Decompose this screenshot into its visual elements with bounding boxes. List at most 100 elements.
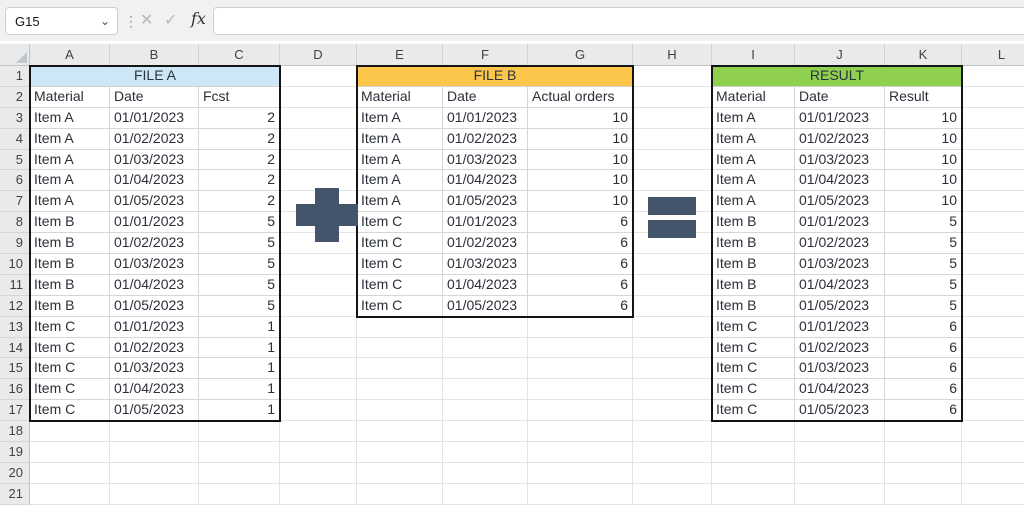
grid-cell[interactable] — [528, 483, 633, 505]
column-header-G[interactable]: G — [528, 44, 633, 66]
data-cell[interactable]: 5 — [199, 233, 280, 255]
grid-cell[interactable] — [962, 170, 1024, 192]
row-header-12[interactable]: 12 — [0, 295, 30, 317]
column-header-K[interactable]: K — [885, 44, 962, 66]
grid-cell[interactable] — [962, 254, 1024, 275]
data-cell[interactable]: Item C — [357, 274, 443, 296]
data-cell[interactable]: Item B — [712, 212, 795, 234]
data-cell[interactable]: 01/01/2023 — [795, 316, 885, 338]
grid-cell[interactable] — [280, 233, 357, 255]
grid-cell[interactable] — [357, 358, 443, 380]
data-cell[interactable]: 01/01/2023 — [795, 107, 885, 129]
grid-cell[interactable] — [528, 337, 633, 359]
grid-cell[interactable] — [110, 421, 199, 443]
grid-cell[interactable] — [962, 87, 1024, 108]
data-cell[interactable]: Item C — [712, 400, 795, 422]
data-cell[interactable]: 01/02/2023 — [443, 128, 528, 150]
row-header-6[interactable]: 6 — [0, 170, 30, 192]
data-cell[interactable]: Item C — [712, 358, 795, 380]
grid-cell[interactable] — [962, 108, 1024, 129]
column-header-D[interactable]: D — [280, 44, 357, 66]
grid-cell[interactable] — [712, 421, 795, 443]
equals-shape[interactable] — [648, 197, 696, 238]
data-cell[interactable]: Item A — [712, 149, 795, 171]
data-cell[interactable]: Item B — [30, 212, 110, 234]
grid-cell[interactable] — [633, 254, 712, 275]
grid-cell[interactable] — [795, 483, 885, 505]
grid-cell[interactable] — [30, 442, 110, 463]
data-cell[interactable]: 01/01/2023 — [443, 212, 528, 234]
grid-cell[interactable] — [633, 442, 712, 463]
data-cell[interactable]: 10 — [885, 191, 962, 213]
data-cell[interactable]: 01/01/2023 — [443, 107, 528, 129]
grid-cell[interactable] — [962, 275, 1024, 296]
data-cell[interactable]: Item A — [30, 128, 110, 150]
data-cell[interactable]: Item B — [712, 295, 795, 317]
grid-cell[interactable] — [633, 358, 712, 380]
column-header-J[interactable]: J — [795, 44, 885, 66]
data-cell[interactable]: 01/04/2023 — [443, 170, 528, 192]
grid-cell[interactable] — [280, 400, 357, 422]
data-cell[interactable]: Item B — [30, 295, 110, 317]
column-header-H[interactable]: H — [633, 44, 712, 66]
grid-cell[interactable] — [528, 442, 633, 463]
grid-cell[interactable] — [633, 337, 712, 359]
column-header-E[interactable]: E — [357, 44, 443, 66]
data-cell[interactable]: 01/05/2023 — [443, 295, 528, 317]
data-cell[interactable]: 10 — [885, 150, 962, 171]
header-cell[interactable]: Fcst — [199, 87, 280, 108]
data-cell[interactable]: 10 — [528, 191, 633, 213]
row-header-4[interactable]: 4 — [0, 128, 30, 150]
plus-shape[interactable] — [296, 188, 358, 242]
data-cell[interactable]: 1 — [199, 379, 280, 401]
grid-cell[interactable] — [712, 462, 795, 484]
grid-cell[interactable] — [528, 379, 633, 401]
row-header-2[interactable]: 2 — [0, 86, 30, 108]
grid-cell[interactable] — [280, 86, 357, 108]
grid-cell[interactable] — [633, 66, 712, 87]
data-cell[interactable]: 01/02/2023 — [795, 128, 885, 150]
data-cell[interactable]: 10 — [885, 108, 962, 129]
data-cell[interactable]: 2 — [199, 108, 280, 129]
data-cell[interactable]: 10 — [885, 170, 962, 192]
grid-cell[interactable] — [443, 442, 528, 463]
data-cell[interactable]: Item C — [30, 400, 110, 422]
grid-cell[interactable] — [280, 442, 357, 463]
grid-cell[interactable] — [962, 66, 1024, 87]
grid-cell[interactable] — [443, 462, 528, 484]
grid-cell[interactable] — [199, 421, 280, 443]
grid-cell[interactable] — [280, 316, 357, 338]
grid-cell[interactable] — [633, 170, 712, 192]
grid-cell[interactable] — [962, 379, 1024, 401]
grid-cell[interactable] — [280, 421, 357, 443]
data-cell[interactable]: Item A — [712, 128, 795, 150]
data-cell[interactable]: 01/02/2023 — [110, 128, 199, 150]
data-cell[interactable]: Item A — [30, 107, 110, 129]
data-cell[interactable]: 01/03/2023 — [443, 149, 528, 171]
grid-cell[interactable] — [633, 483, 712, 505]
data-cell[interactable]: Item B — [30, 233, 110, 255]
data-cell[interactable]: Item C — [357, 212, 443, 234]
data-cell[interactable]: Item C — [30, 316, 110, 338]
grid-cell[interactable] — [962, 233, 1024, 255]
data-cell[interactable]: Item C — [712, 379, 795, 401]
header-cell[interactable]: Actual orders — [528, 87, 633, 108]
data-cell[interactable]: 6 — [885, 317, 962, 338]
grid-cell[interactable] — [443, 421, 528, 443]
data-cell[interactable]: 01/05/2023 — [795, 191, 885, 213]
data-cell[interactable]: 5 — [885, 233, 962, 255]
data-cell[interactable]: 2 — [199, 191, 280, 213]
data-cell[interactable]: 6 — [949, 401, 957, 418]
select-all-button[interactable] — [0, 44, 30, 66]
grid-cell[interactable] — [962, 484, 1024, 505]
data-cell[interactable]: Item B — [712, 254, 795, 275]
data-cell[interactable]: 10 — [528, 170, 633, 192]
grid-cell[interactable] — [962, 400, 1024, 422]
data-cell[interactable]: Item C — [712, 316, 795, 338]
data-cell[interactable]: 10 — [528, 108, 633, 129]
data-cell[interactable]: 1 — [267, 401, 275, 418]
data-cell[interactable]: 01/05/2023 — [795, 400, 885, 422]
grid-cell[interactable] — [30, 462, 110, 484]
grid-cell[interactable] — [528, 421, 633, 443]
data-cell[interactable]: 01/05/2023 — [110, 191, 199, 213]
